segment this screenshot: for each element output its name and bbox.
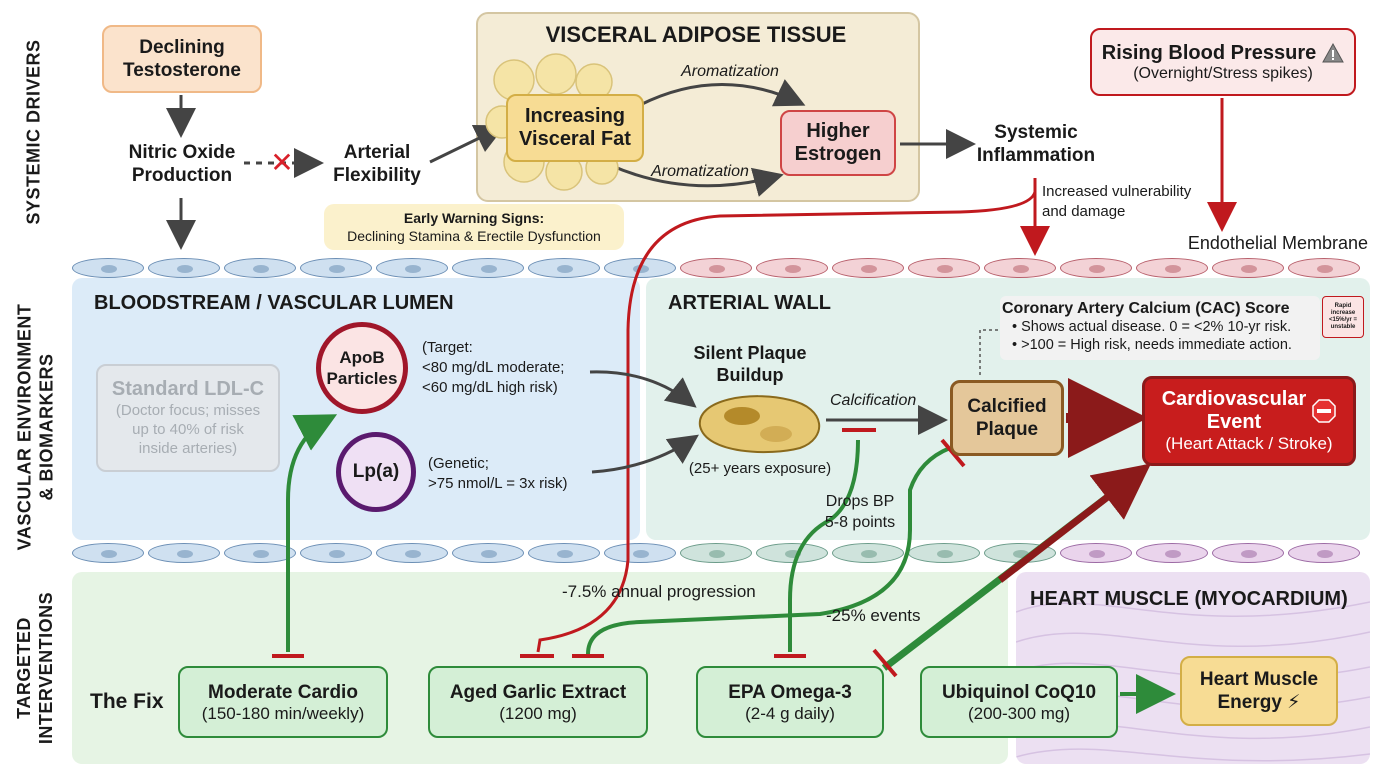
endothelial-cell <box>300 258 372 278</box>
endothelial-cell <box>72 258 144 278</box>
endothelial-cell <box>756 543 828 563</box>
endothelial-cell <box>528 543 600 563</box>
stop-sign-icon <box>1312 399 1336 423</box>
endothelial-cell <box>1136 543 1208 563</box>
annual-progression-note: -7.5% annual progression <box>562 582 756 601</box>
endothelial-membrane-top <box>72 256 1370 280</box>
endothelial-cell <box>224 543 296 563</box>
aromatization-bottom-label: Aromatization <box>651 163 749 180</box>
ubiquinol-coq10-node: Ubiquinol CoQ10 (200-300 mg) <box>920 666 1118 738</box>
moderate-cardio-node: Moderate Cardio (150-180 min/weekly) <box>178 666 388 738</box>
endothelial-cell <box>1212 543 1284 563</box>
events-reduction-note: -25% events <box>826 606 921 625</box>
endothelial-cell <box>1060 543 1132 563</box>
endothelial-cell <box>1288 258 1360 278</box>
endothelial-cell <box>300 543 372 563</box>
endothelial-cell <box>376 258 448 278</box>
aromatization-top-label: Aromatization <box>681 63 779 80</box>
plaque-blob-icon <box>698 395 820 454</box>
endothelial-cell <box>224 258 296 278</box>
warning-triangle-icon <box>1322 43 1345 63</box>
endothelial-cell <box>1212 258 1284 278</box>
endothelial-cell <box>908 258 980 278</box>
epa-omega3-node: EPA Omega-3 (2-4 g daily) <box>696 666 884 738</box>
endothelial-cell <box>680 543 752 563</box>
rising-blood-pressure-node: Rising Blood Pressure (Overnight/Stress … <box>1090 28 1356 96</box>
endothelial-cell <box>680 258 752 278</box>
endothelial-cell <box>756 258 828 278</box>
endothelial-cell <box>528 258 600 278</box>
calcification-label: Calcification <box>830 392 917 409</box>
endothelial-cell <box>1060 258 1132 278</box>
endothelial-cell <box>1288 543 1360 563</box>
endothelial-membrane-label: Endothelial Membrane <box>1187 233 1368 253</box>
endothelial-cell <box>452 543 524 563</box>
x-block-icon: ✕ <box>270 146 294 178</box>
heart-muscle-title: HEART MUSCLE (MYOCARDIUM) <box>1030 588 1348 610</box>
endothelial-membrane-bottom <box>72 541 1370 565</box>
endothelial-cell <box>148 543 220 563</box>
arterial-wall-title: ARTERIAL WALL <box>668 292 831 314</box>
lpa-note: (Genetic;>75 nmol/L = 3x risk) <box>428 455 568 492</box>
endothelial-cell <box>604 543 676 563</box>
endothelial-cell <box>1136 258 1208 278</box>
cac-score-panel: Coronary Artery Calcium (CAC) Score • Sh… <box>1000 296 1320 360</box>
aged-garlic-extract-node: Aged Garlic Extract (1200 mg) <box>428 666 648 738</box>
early-warning-signs: Early Warning Signs: Declining Stamina &… <box>324 204 624 250</box>
endothelial-cell <box>984 258 1056 278</box>
bloodstream-title: BLOODSTREAM / VASCULAR LUMEN <box>94 292 454 314</box>
lightning-icon: ⚡ <box>1287 692 1301 713</box>
lpa-node: Lp(a) <box>336 432 416 512</box>
the-fix-label: The Fix <box>90 690 164 713</box>
endothelial-cell <box>72 543 144 563</box>
endothelial-cell <box>452 258 524 278</box>
apob-note: (Target:<80 mg/dL moderate;<60 mg/dL hig… <box>422 339 565 396</box>
endothelial-cell <box>832 543 904 563</box>
endothelial-cell <box>832 258 904 278</box>
visceral-title: VISCERAL ADIPOSE TISSUE <box>545 22 847 47</box>
plaque-exposure: (25+ years exposure) <box>688 460 832 477</box>
endothelial-cell <box>148 258 220 278</box>
endothelial-cell <box>376 543 448 563</box>
